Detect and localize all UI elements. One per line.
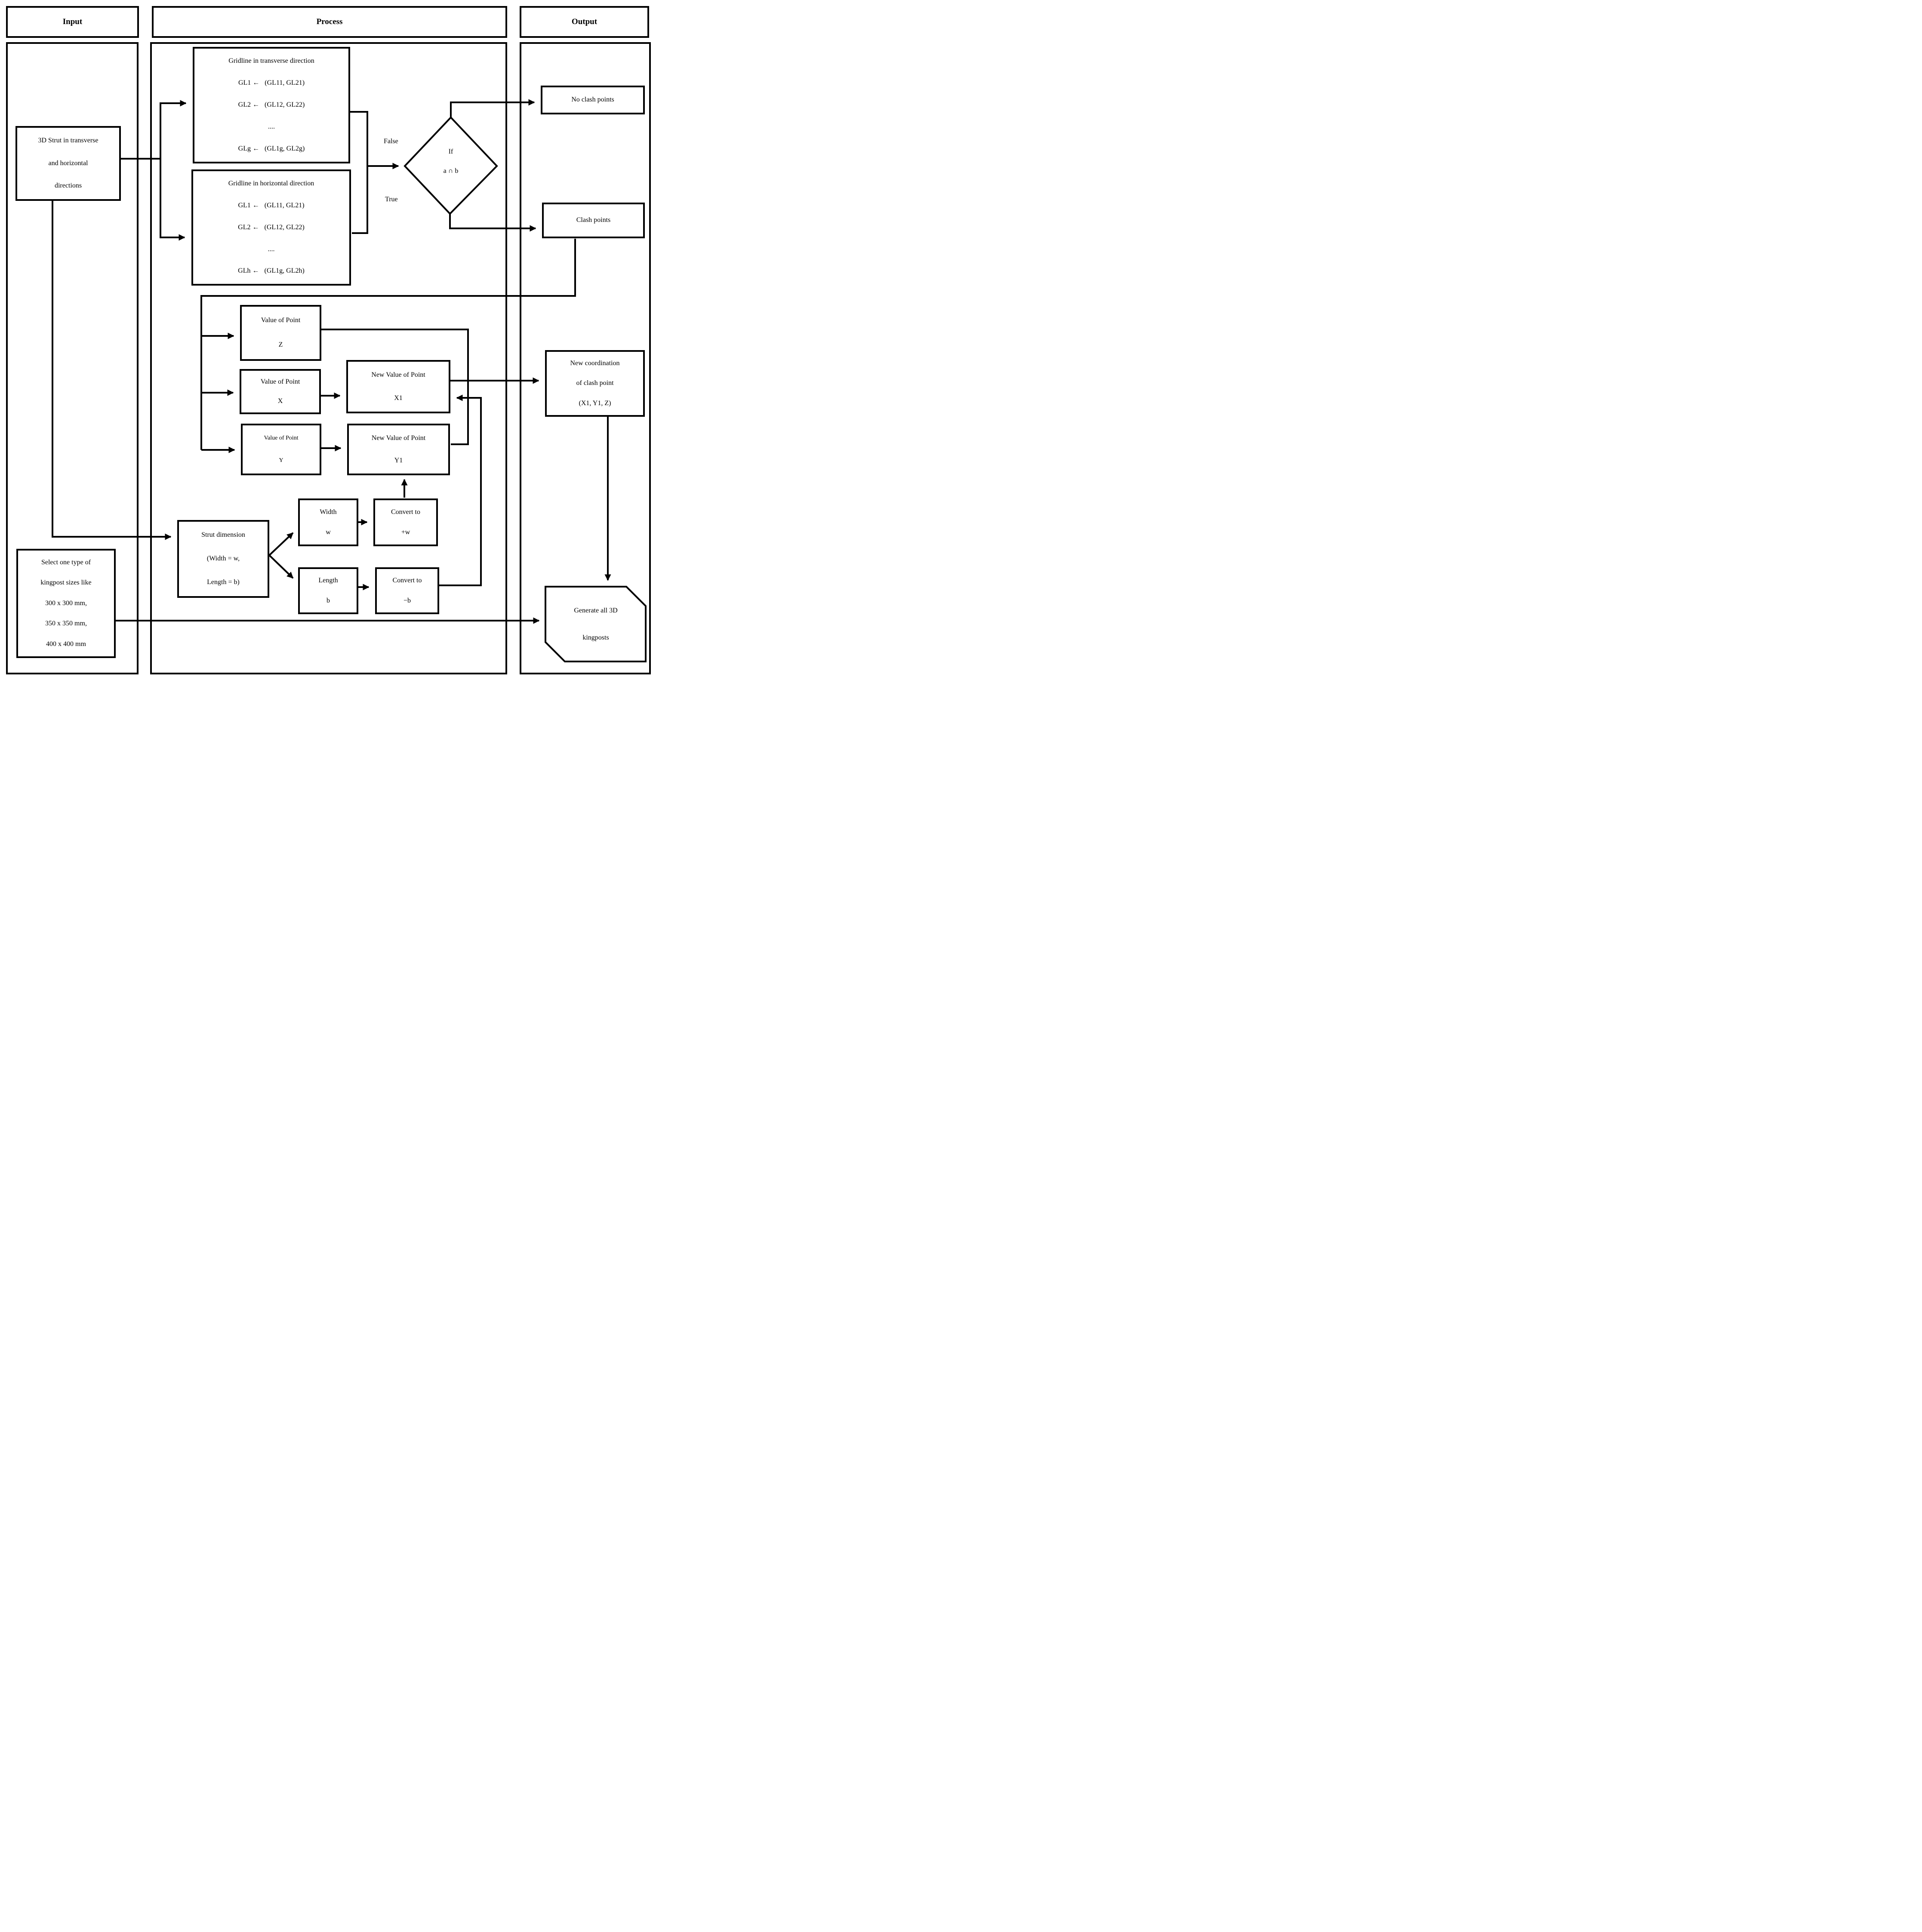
edge-false (450, 99, 535, 117)
node-value-x[interactable]: Value of Point X (240, 369, 321, 414)
strut-dimension-line3: Length = b) (207, 578, 240, 586)
edge-true (449, 214, 536, 232)
kingpost-line4: 350 x 350 mm, (45, 620, 87, 628)
node-new-x1[interactable]: New Value of Point X1 (346, 360, 450, 413)
node-clash-points[interactable]: Clash points (542, 203, 645, 238)
header-input-label: Input (62, 17, 83, 26)
node-decision[interactable]: If a ∩ b (421, 142, 481, 181)
gridline-horizontal-title: Gridline in horizontal direction (228, 180, 314, 188)
edge-strut-split-down (160, 159, 185, 241)
value-x-line2: X (277, 397, 283, 405)
header-output: Output (520, 6, 649, 38)
edge-convb-x1 (439, 394, 482, 586)
width-line1: Width (320, 508, 337, 516)
node-length[interactable]: Length b (298, 567, 358, 614)
width-line2: w (326, 529, 331, 536)
decision-line2: a ∩ b (443, 167, 459, 175)
header-input: Input (6, 6, 139, 38)
convert-plus-w-line1: Convert to (391, 508, 420, 516)
node-no-clash-points[interactable]: No clash points (541, 86, 645, 114)
new-x1-line1: New Value of Point (371, 371, 425, 378)
strut-dimension-line2: (Width = w, (206, 555, 240, 563)
node-3d-strut-line3: directions (54, 182, 82, 190)
node-3d-strut[interactable]: 3D Strut in transverse and horizontal di… (15, 126, 121, 201)
new-coordination-line1: New coordination (570, 359, 620, 367)
node-3d-strut-line2: and horizontal (48, 159, 88, 167)
gridline-horizontal-row1: GL1 ← (GL11, GL21) (238, 202, 305, 209)
edge-grid-bracket (350, 111, 368, 234)
gridline-horizontal-row2: GL2 ← (GL12, GL22) (238, 223, 305, 231)
header-output-label: Output (571, 17, 598, 26)
value-y-line2: Y (279, 457, 283, 464)
input-column-frame (6, 42, 139, 674)
kingpost-line3: 300 x 300 mm, (45, 599, 87, 607)
length-line2: b (326, 597, 330, 604)
gridline-transverse-row2: GL2 ← (GL12, GL22) (238, 101, 305, 109)
node-new-coordination[interactable]: New coordination of clash point (X1, Y1,… (545, 350, 645, 417)
new-y1-line1: New Value of Point (371, 434, 426, 442)
new-coordination-line2: of clash point (576, 379, 614, 387)
convert-minus-b-line2: −b (403, 597, 411, 604)
edge-clash-trunk (200, 239, 576, 450)
node-convert-minus-b[interactable]: Convert to −b (375, 567, 439, 614)
gridline-horizontal-dots: .... (268, 245, 275, 253)
edge-z-route (321, 329, 469, 445)
clash-points-label: Clash points (576, 216, 611, 224)
strut-dimension-line1: Strut dimension (201, 531, 245, 539)
label-false-branch: False (384, 138, 398, 145)
generate-shape (545, 586, 647, 662)
generate-line1: Generate all 3D (574, 606, 618, 614)
gridline-transverse-title: Gridline in transverse direction (228, 57, 314, 65)
new-coordination-line3: (X1, Y1, Z) (579, 399, 611, 407)
convert-minus-b-line1: Convert to (392, 577, 422, 585)
length-line1: Length (318, 577, 338, 585)
connector-lines (52, 99, 647, 662)
header-process-label: Process (316, 17, 343, 26)
value-z-line2: Z (278, 341, 283, 349)
node-strut-dimension[interactable]: Strut dimension (Width = w, Length = b) (177, 520, 269, 598)
no-clash-points-label: No clash points (571, 96, 614, 104)
node-kingpost-select[interactable]: Select one type of kingpost sizes like 3… (16, 549, 116, 658)
edge-dim-length (268, 554, 294, 579)
header-process: Process (152, 6, 507, 38)
decision-line1: If (448, 148, 453, 155)
node-gridline-transverse[interactable]: Gridline in transverse direction GL1 ← (… (193, 47, 350, 163)
node-value-z[interactable]: Value of Point Z (240, 305, 321, 361)
node-new-y1[interactable]: New Value of Point Y1 (347, 424, 450, 475)
process-column-frame (150, 42, 507, 674)
kingpost-line1: Select one type of (41, 558, 91, 566)
gridline-transverse-dots: .... (268, 123, 275, 131)
value-y-line1: Value of Point (264, 434, 299, 441)
node-value-y[interactable]: Value of Point Y (241, 424, 321, 475)
gridline-transverse-rowg: GLg ← (GL1g, GL2g) (238, 145, 305, 153)
new-y1-line2: Y1 (394, 456, 403, 464)
node-generate-kingposts[interactable]: Generate all 3D kingposts (550, 597, 642, 651)
edge-strut-split-up (121, 100, 187, 160)
label-true-branch: True (385, 196, 398, 203)
flowchart-canvas: Input Process Output (0, 0, 673, 676)
gridline-transverse-row1: GL1 ← (GL11, GL21) (238, 79, 305, 87)
convert-plus-w-line2: +w (401, 529, 410, 536)
value-x-line1: Value of Point (260, 378, 300, 386)
gridline-horizontal-rowh: GLh ← (GL1g, GL2h) (238, 267, 305, 275)
node-width[interactable]: Width w (298, 498, 358, 546)
node-gridline-horizontal[interactable]: Gridline in horizontal direction GL1 ← (… (191, 169, 351, 286)
output-column-frame (520, 42, 651, 674)
kingpost-line5: 400 x 400 mm (46, 640, 86, 648)
generate-line2: kingposts (582, 634, 609, 641)
decision-diamond-shape (403, 116, 498, 215)
edge-strut-strutdim (52, 201, 172, 540)
node-3d-strut-line1: 3D Strut in transverse (38, 137, 99, 145)
new-x1-line2: X1 (394, 394, 403, 402)
kingpost-line2: kingpost sizes like (40, 579, 92, 587)
edge-dim-width (268, 532, 294, 556)
node-convert-plus-w[interactable]: Convert to +w (373, 498, 438, 546)
value-z-line1: Value of Point (261, 317, 301, 324)
